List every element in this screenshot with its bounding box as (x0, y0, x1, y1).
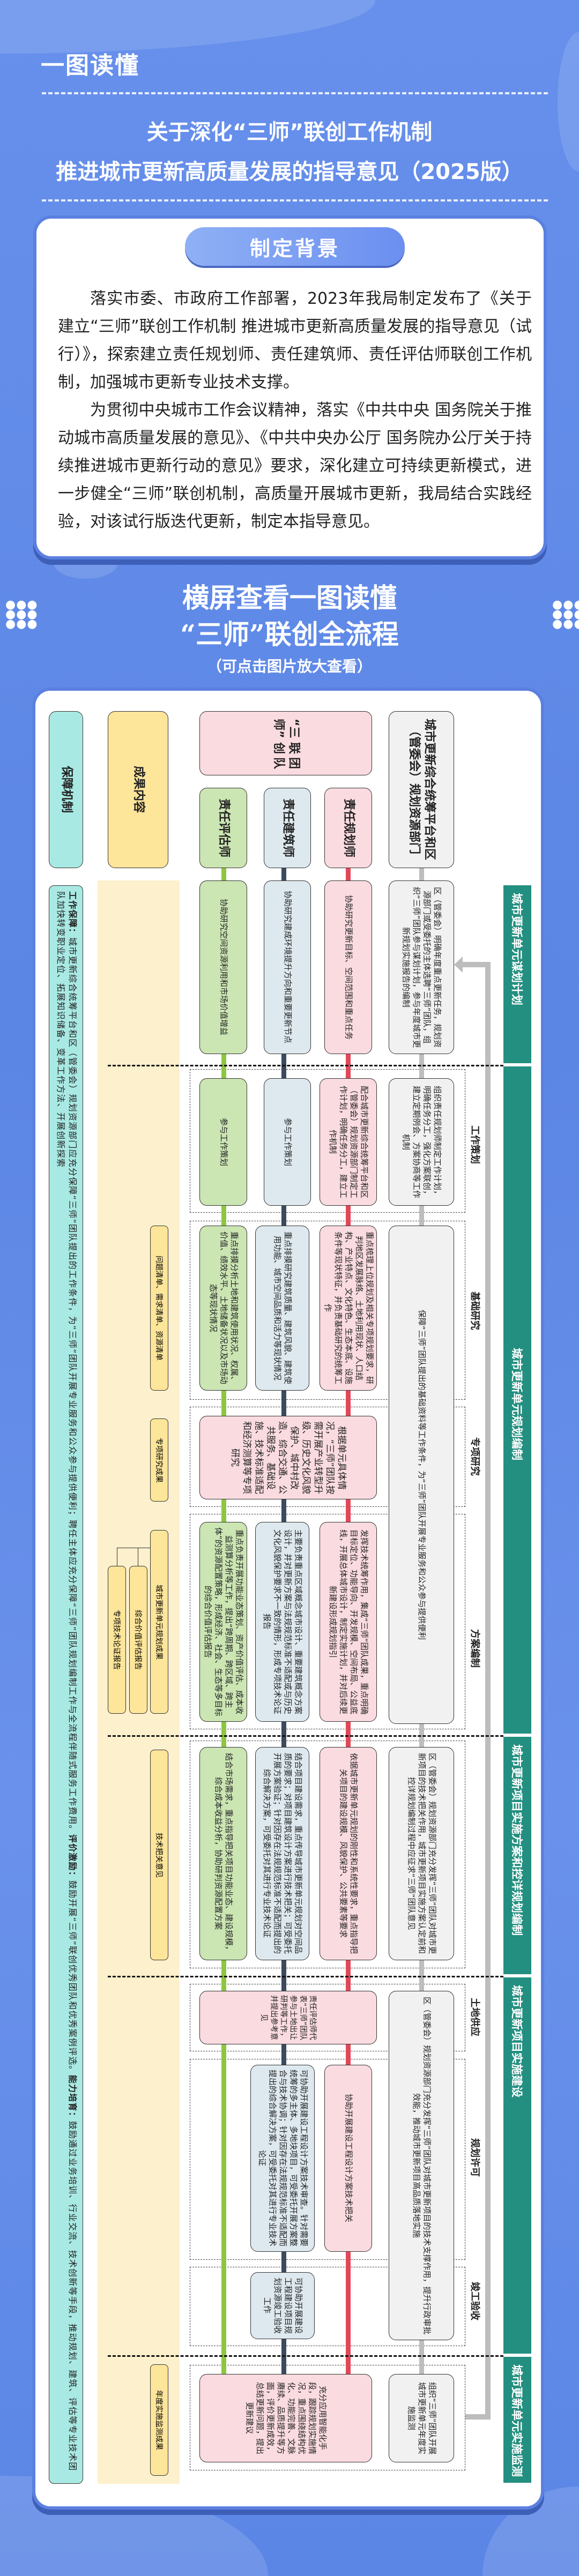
substage-box (190, 1984, 465, 2051)
result-tech-opinion: 技术把关意见 (150, 1750, 168, 1960)
header-architect: 责任建筑师 (264, 788, 311, 868)
scheme-architect-box: 主要负责重点区域概念城市设计、重要建筑概念方案设计，并对更新方案与法规规范标准不… (255, 1522, 309, 1722)
monitoring-team-box: 充分应用智能化手段，跟踪规划实施情况，重点围绕结构优化、功能完善、文脉赓续、品质… (199, 2374, 372, 2462)
workplan-planner-box: 配合城市更新综合统筹平台和区（管委会）规划资源部门制定工作计划，明确任务分工，建… (320, 1078, 377, 1206)
substage-label: 基础研究 (469, 1291, 480, 1330)
decor-blob (0, 0, 375, 54)
result-unit-plan: 城市更新单元规划成果 (150, 1530, 168, 1714)
substage-label: 方案编制 (469, 1629, 480, 1668)
substage-box (190, 2365, 465, 2470)
divider (42, 199, 548, 201)
background-card (33, 215, 547, 559)
page-title-line2: 推进城市更新高质量发展的指导意见（2025版） (56, 160, 523, 184)
substage-box (190, 1741, 465, 1968)
plan-architect-box: 协助研究建成环境提升方向和重要更新节点 (264, 880, 311, 1054)
section-label: 一图读懂 (41, 52, 139, 79)
workplan-platform-box: 组织责任规划师制定工作计划，明确任务分工，强化方案联创，建立定期例会、方案协商等… (389, 1078, 454, 1206)
stage-divider (108, 2355, 503, 2357)
substage-label: 工作策划 (469, 1125, 480, 1164)
research-planner-box: 重点梳理上位规划及相关专项规划要求，研判地区发展脉络、土地利用现状、人口结构、产… (320, 1226, 377, 1391)
decor-blob (558, 32, 579, 171)
substage-label: 专项研究 (469, 1437, 480, 1476)
stage-2: 城市更新单元规划编制 (503, 1066, 531, 1734)
flow-intro-line2: “三师”联创全流程 (180, 618, 399, 650)
workplan-architect-box: 参与工作策划 (264, 1078, 311, 1206)
special-research-team-box: 根据单元具体情况，“三师”团队按需开展产业转型升级、历史文化风貌保护、城中村改造… (199, 1416, 377, 1499)
impl-platform-box: 区（管委会）规划资源部门充分发挥“三师”团队对城市更新项目的技术把关作用，城市更… (389, 1747, 454, 1960)
land-supply-team-box: 责任评估师代表“三师”团队参与土地出让研判等工作，并提出参考意见 (199, 1991, 377, 2044)
feedback-arrow-bottom (465, 2414, 489, 2420)
header-evaluator: 责任评估师 (199, 788, 247, 868)
substage-box (190, 1407, 465, 1507)
flow-intro-hint: （可点击图片放大查看） (206, 658, 372, 675)
substage-label: 竣工验收 (469, 2282, 480, 2320)
divider (42, 92, 548, 94)
impl-architect-box: 结合项目建设需求，重点传导城市更新单元规划对空间品质的要求；对项目建筑设计方案进… (255, 1747, 309, 1960)
monitoring-platform-box: 组织“三师”团队开展城市更新单元年度实施监测 (389, 2374, 454, 2462)
result-value-report: 综合价值评估报告 (129, 1566, 147, 1714)
stage-divider (108, 1735, 503, 1737)
plan-planner-box: 协助研究更新目标、空间范围和重点任务 (324, 880, 372, 1054)
scheme-planner-box: 发挥技术统筹作用，集成“三师”团队成果，重点明确目标定位、功能导向、开发规模、空… (320, 1522, 377, 1722)
acceptance-architect-box: 可协助开展建设工程建设项目规划资源竣工验收工作 (250, 2272, 315, 2339)
permit-architect-box: 可协助开展建设工程设计方案技术审查。针对需要统筹的多主体、多地块项目，可受委托开… (250, 2065, 315, 2252)
arrowhead-left-icon (454, 957, 463, 973)
research-platform-box: 保障“三师”团队提出的基础资料等工作条件，为“三师”团队开展专业服务和公众参与提… (389, 1226, 454, 1724)
impl-planner-box: 依据城市更新单元规划的刚性和系统性要求，重点指导把关项目的建设规模、风貌保护、公… (320, 1747, 377, 1960)
workplan-evaluator-box: 参与工作策划 (199, 1078, 247, 1206)
research-evaluator-box: 重点排摸分析土地和建筑使用状况、权属、价值、绩效水平、土地储备状况以及市场动态等… (199, 1226, 247, 1391)
page-title-line1: 关于深化“三师”联创工作机制 (146, 120, 433, 145)
flow-intro-line1: 横屏查看一图读懂 (182, 582, 397, 614)
dots-decor-left: ●●●●●●●●● (5, 598, 38, 631)
background-paragraph: 为贯彻中央城市工作会议精神，落实《中共中央 国务院关于推动城市高质量发展的意见》… (58, 401, 532, 531)
scheme-evaluator-box: 重点负责开展功能业态策划、资产价值评估、成本收益测算分析等工作，提出“跨周期、跨… (199, 1522, 247, 1722)
stage-3: 城市更新项目实施方案和控详规划编制 (503, 1737, 531, 1974)
substage-box (190, 2267, 465, 2346)
header-guarantee: 保障机制 (49, 711, 83, 868)
substage-label: 土地供应 (469, 1998, 480, 2036)
plan-platform-box: 区（管委会）明确年度重点更新任务，规划资源部门或受委托的主体选聘“三师”团队，组… (389, 880, 454, 1054)
result-monitoring: 年度实施监测成果 (150, 2364, 168, 2476)
stage-1: 城市更新单元谋划计划 (503, 885, 531, 1063)
feedback-arrow (485, 962, 491, 2420)
background-paragraph: 落实市委、市政府工作部署，2023年我局制定发布了《关于建立“三师”联创工作机制… (58, 289, 532, 392)
substage-box (190, 2059, 465, 2260)
impl-evaluator-box: 结合市场需求，重点指导把关项目功能业态、建设规模，综合成本收益分析，协助研判资源… (199, 1747, 247, 1960)
stage-4: 城市更新项目实施建设 (503, 1977, 531, 2354)
result-tech-report: 专项技术论证报告 (108, 1566, 126, 1714)
dots-decor-right: ●●●●●●●●● (552, 598, 579, 631)
header-results: 成果内容 (108, 711, 168, 868)
permit-planner-box: 协助开展建设工程设计方案技术把关 (324, 2065, 372, 2252)
stage-divider (108, 1976, 503, 1977)
header-platform: 城市更新综合统筹平台和区（管委会）规划资源部门 (389, 711, 454, 868)
header-team: “三师”联创团队 (199, 711, 372, 775)
substage-box (190, 1221, 465, 1400)
research-architect-box: 重点排摸研究建筑质量、建筑风貌、建筑使用功能、城市空间品质和活力等现状情况 (255, 1226, 309, 1391)
plan-evaluator-box: 协助研究空间资源利用和市场价值增益 (199, 880, 247, 1054)
substage-label: 规划许可 (469, 2138, 480, 2177)
result-special-research: 专项研究成果 (150, 1418, 168, 1502)
result-lists: 问题清单、需求清单、资源清单 (150, 1226, 168, 1391)
header-planner: 责任规划师 (324, 788, 372, 868)
guarantee-mechanism-text: 工作保障：城市更新综合统筹平台和区（管委会）规划资源部门应充分保障“三师”团队提… (49, 885, 83, 2484)
stage-5: 城市更新单元实施监测 (503, 2357, 531, 2483)
substage-box (190, 1514, 465, 1729)
substage-box (190, 1069, 465, 1213)
background-heading: 制定背景 (185, 227, 405, 266)
stage-divider (108, 1065, 503, 1066)
feedback-arrow-top (461, 962, 488, 967)
construction-platform-box: 区（管委会）规划资源部门充分发挥“三师”团队对城市更新项目的技术支撑作用，提升行… (389, 1991, 454, 2340)
